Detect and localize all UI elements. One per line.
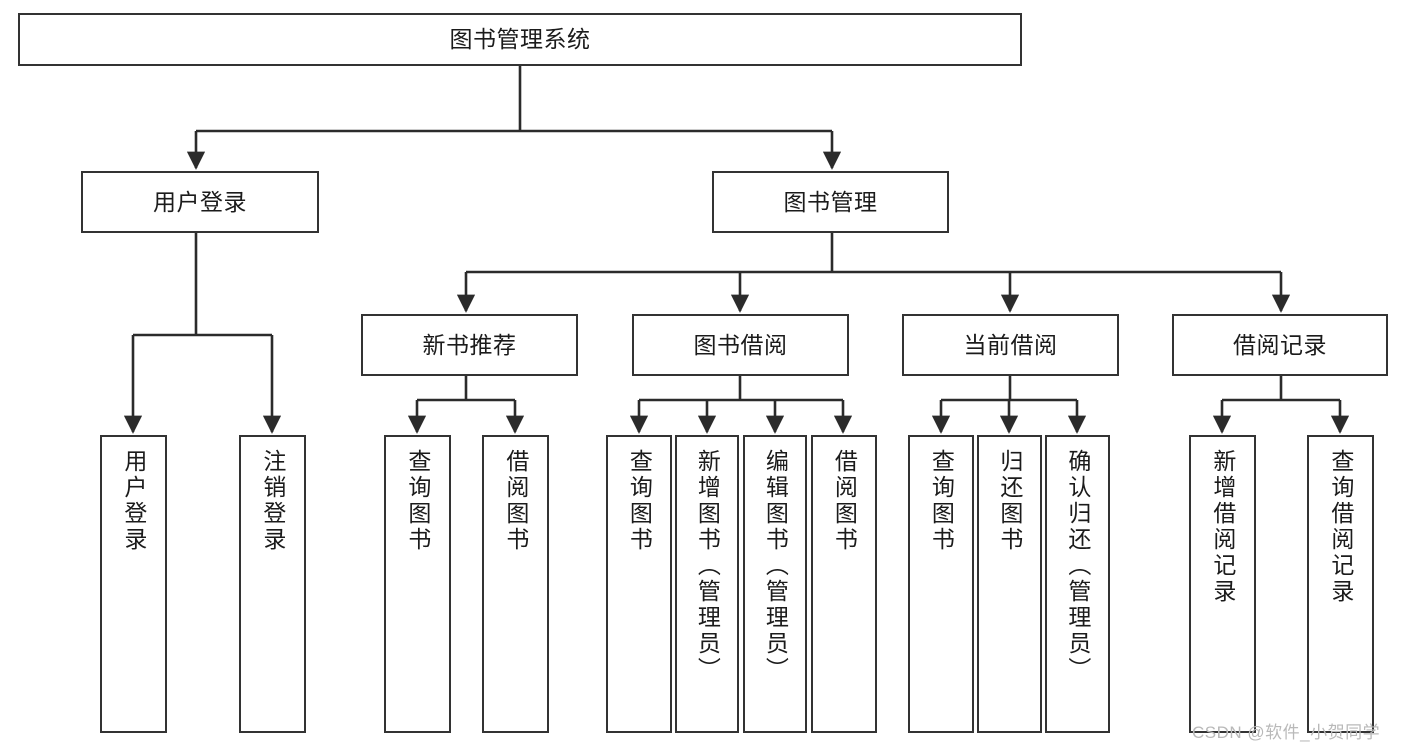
node-leaf-add-book-label: 新增图书（管理员）	[694, 449, 721, 683]
node-leaf-user-login[interactable]: 用户登录	[100, 435, 167, 733]
node-leaf-borrow-book-2[interactable]: 借阅图书	[811, 435, 877, 733]
node-leaf-query-book-1[interactable]: 查询图书	[384, 435, 451, 733]
node-leaf-logout-label: 注销登录	[259, 449, 286, 553]
node-leaf-query-book-3[interactable]: 查询图书	[908, 435, 974, 733]
node-leaf-add-book[interactable]: 新增图书（管理员）	[675, 435, 739, 733]
node-leaf-return-book-label: 归还图书	[996, 449, 1023, 553]
node-borrow-record[interactable]: 借阅记录	[1172, 314, 1388, 376]
node-leaf-add-record[interactable]: 新增借阅记录	[1189, 435, 1256, 733]
node-leaf-borrow-book-1-label: 借阅图书	[502, 449, 529, 553]
node-new-book-recommendation[interactable]: 新书推荐	[361, 314, 578, 376]
node-leaf-borrow-book-1[interactable]: 借阅图书	[482, 435, 549, 733]
node-current-borrow[interactable]: 当前借阅	[902, 314, 1119, 376]
node-leaf-query-book-2[interactable]: 查询图书	[606, 435, 672, 733]
node-root-label: 图书管理系统	[449, 26, 591, 53]
node-leaf-query-book-1-label: 查询图书	[404, 449, 431, 553]
node-leaf-query-record[interactable]: 查询借阅记录	[1307, 435, 1374, 733]
node-leaf-return-book[interactable]: 归还图书	[977, 435, 1042, 733]
node-leaf-edit-book-label: 编辑图书（管理员）	[762, 449, 789, 683]
node-book-borrow-label: 图书借阅	[693, 331, 788, 358]
node-leaf-add-record-label: 新增借阅记录	[1209, 449, 1236, 605]
node-leaf-confirm-return[interactable]: 确认归还（管理员）	[1045, 435, 1110, 733]
node-leaf-query-book-2-label: 查询图书	[626, 449, 653, 553]
node-leaf-confirm-return-label: 确认归还（管理员）	[1064, 449, 1091, 683]
node-leaf-query-book-3-label: 查询图书	[928, 449, 955, 553]
node-book-borrow[interactable]: 图书借阅	[632, 314, 849, 376]
node-leaf-borrow-book-2-label: 借阅图书	[831, 449, 858, 553]
node-root[interactable]: 图书管理系统	[18, 13, 1022, 66]
node-leaf-user-login-label: 用户登录	[120, 449, 147, 553]
watermark: CSDN @软件_小贺同学	[1192, 723, 1381, 742]
node-user-login[interactable]: 用户登录	[81, 171, 319, 233]
node-user-login-label: 用户登录	[153, 188, 247, 215]
node-book-manage[interactable]: 图书管理	[712, 171, 949, 233]
node-leaf-logout[interactable]: 注销登录	[239, 435, 306, 733]
node-leaf-query-record-label: 查询借阅记录	[1327, 449, 1354, 605]
node-leaf-edit-book[interactable]: 编辑图书（管理员）	[743, 435, 807, 733]
node-new-book-recommendation-label: 新书推荐	[422, 331, 517, 358]
node-book-manage-label: 图书管理	[783, 188, 878, 215]
node-borrow-record-label: 借阅记录	[1233, 331, 1327, 358]
node-current-borrow-label: 当前借阅	[963, 331, 1058, 358]
